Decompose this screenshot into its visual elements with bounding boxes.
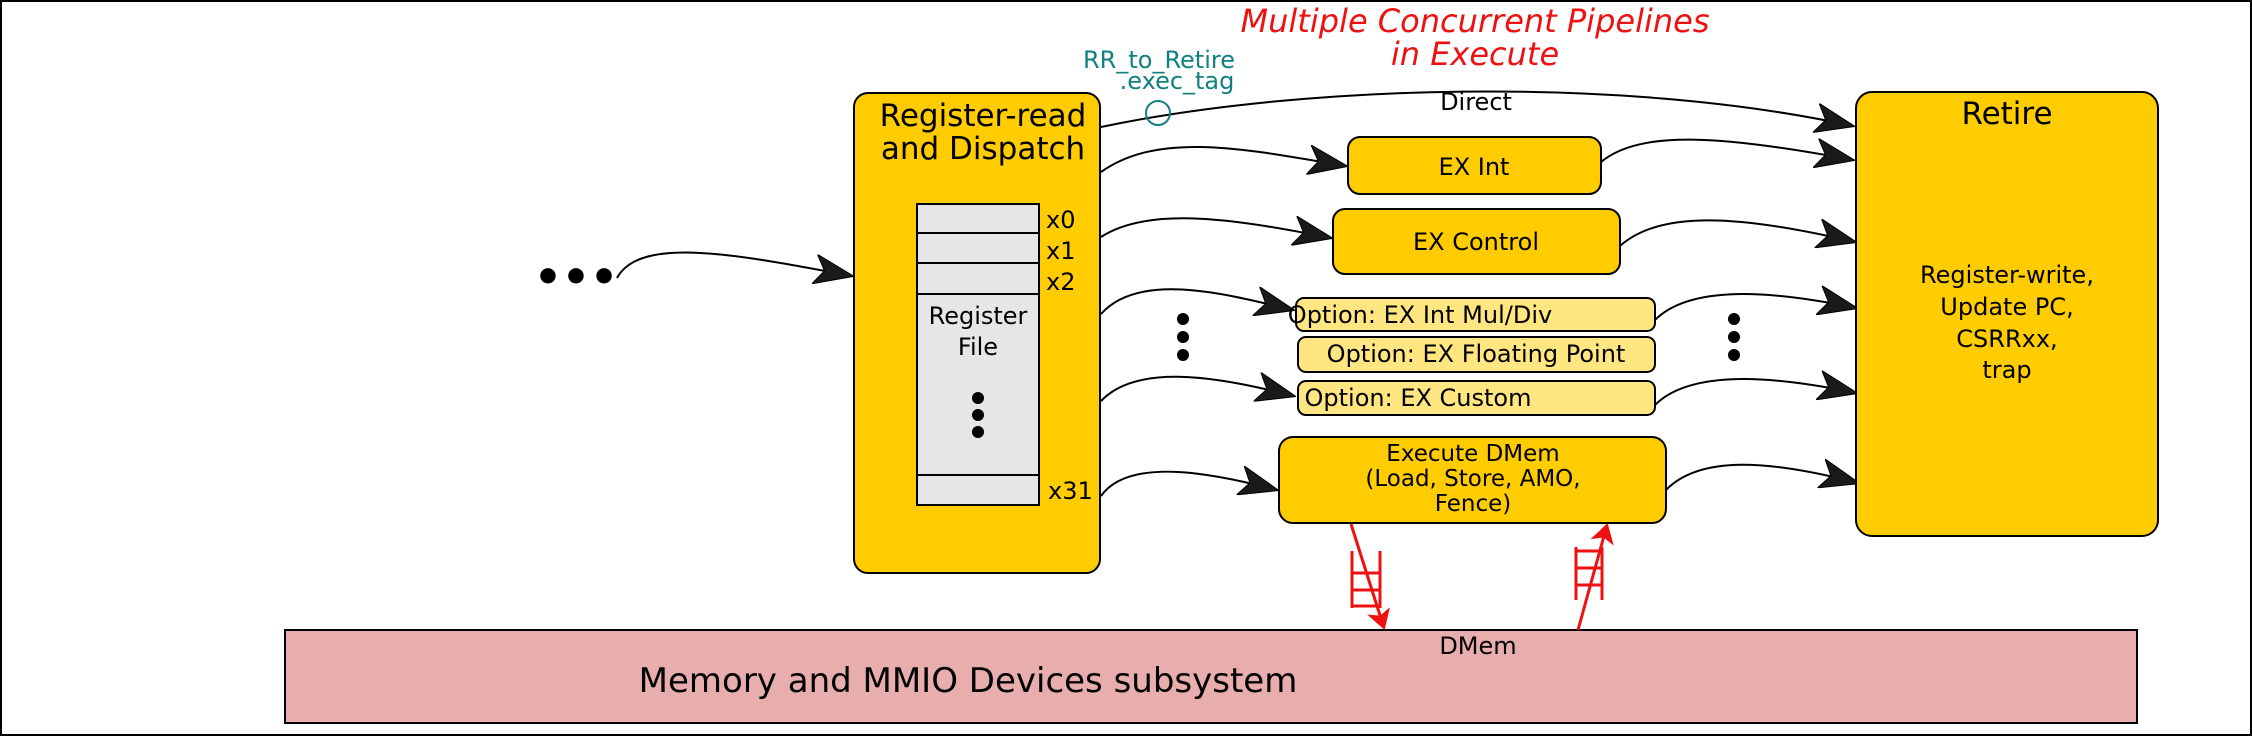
register-read-title-line1: Register-read — [880, 98, 1087, 134]
ex-fp-block — [1297, 336, 1656, 373]
dmem-port-label: DMem — [1439, 632, 1516, 660]
ex-control-block — [1332, 208, 1621, 275]
retire-block — [1855, 91, 2159, 537]
memory-subsystem-block — [284, 629, 2138, 724]
memory-subsystem-label: Memory and MMIO Devices subsystem — [639, 661, 1298, 701]
ex-int-block — [1347, 136, 1602, 195]
retire-desc-line2: Update PC, — [1940, 293, 2073, 321]
register-file-label-line2: File — [958, 333, 998, 361]
request-queue-icon — [1350, 551, 1382, 608]
diagram-title-line2: in Execute — [1391, 35, 1559, 73]
retire-title: Retire — [1961, 96, 2052, 132]
dispatch-ellipsis — [1177, 313, 1189, 361]
response-queue-icon — [1574, 547, 1604, 600]
retire-arrow-ex-custom — [1654, 379, 1856, 406]
register-read-title-line2: and Dispatch — [881, 131, 1085, 167]
direct-label: Direct — [1440, 88, 1512, 116]
exec-tag-marker — [1145, 100, 1171, 126]
retire-desc-line3: CSRRxx, — [1956, 325, 2057, 353]
retire-arrow-ex-dmem — [1665, 465, 1858, 491]
retire-desc-line4: trap — [1982, 356, 2031, 384]
ex-dmem-label-line2: (Load, Store, AMO, — [1365, 466, 1580, 492]
ex-control-label: EX Control — [1413, 228, 1539, 256]
diagram-title-line1: Multiple Concurrent Pipelines — [1241, 2, 1710, 40]
dispatch-arrow-ex-muldiv — [1100, 289, 1293, 314]
input-arrow — [616, 251, 852, 278]
ex-muldiv-block — [1295, 297, 1656, 332]
ex-dmem-block — [1278, 436, 1667, 524]
retire-arrow-ex-int — [1600, 140, 1853, 162]
dispatch-arrow-ex-int — [1100, 147, 1346, 172]
register-file-ellipsis — [972, 392, 984, 438]
retire-arrow-ex-control — [1619, 220, 1855, 246]
retire-desc-line1: Register-write, — [1920, 261, 2094, 289]
ex-fp-label: Option: EX Floating Point — [1327, 340, 1626, 368]
dispatch-arrow-ex-custom — [1100, 377, 1294, 401]
ex-int-label: EX Int — [1439, 153, 1510, 181]
dmem-request-arrow — [1349, 523, 1390, 630]
exec-tag-label-line1: RR_to_Retire — [1083, 46, 1235, 74]
register-label-x2: x2 — [1046, 268, 1075, 296]
register-label-x0: x0 — [1046, 206, 1075, 234]
dispatch-arrow-ex-control — [1100, 218, 1331, 238]
exec-tag-label-line2: .exec_tag — [1120, 67, 1235, 95]
dispatch-arrow-ex-dmem — [1100, 472, 1277, 497]
ex-dmem-label-line3: Fence) — [1435, 491, 1511, 517]
register-file-label-line1: Register — [929, 302, 1028, 330]
ex-custom-block — [1297, 380, 1656, 416]
ex-custom-label: Option: EX Custom — [1305, 384, 1532, 412]
input-ellipsis: ••• — [534, 252, 618, 303]
register-label-x1: x1 — [1046, 237, 1075, 265]
dmem-response-arrow — [1576, 523, 1614, 631]
retire-ellipsis — [1728, 313, 1740, 361]
direct-arrow — [1100, 90, 1853, 127]
ex-muldiv-label: Option: EX Int Mul/Div — [1288, 301, 1552, 329]
ex-dmem-label-line1: Execute DMem — [1386, 441, 1559, 467]
register-label-x31: x31 — [1048, 477, 1093, 505]
retire-arrow-ex-muldiv — [1654, 294, 1856, 321]
register-file — [916, 203, 1040, 506]
